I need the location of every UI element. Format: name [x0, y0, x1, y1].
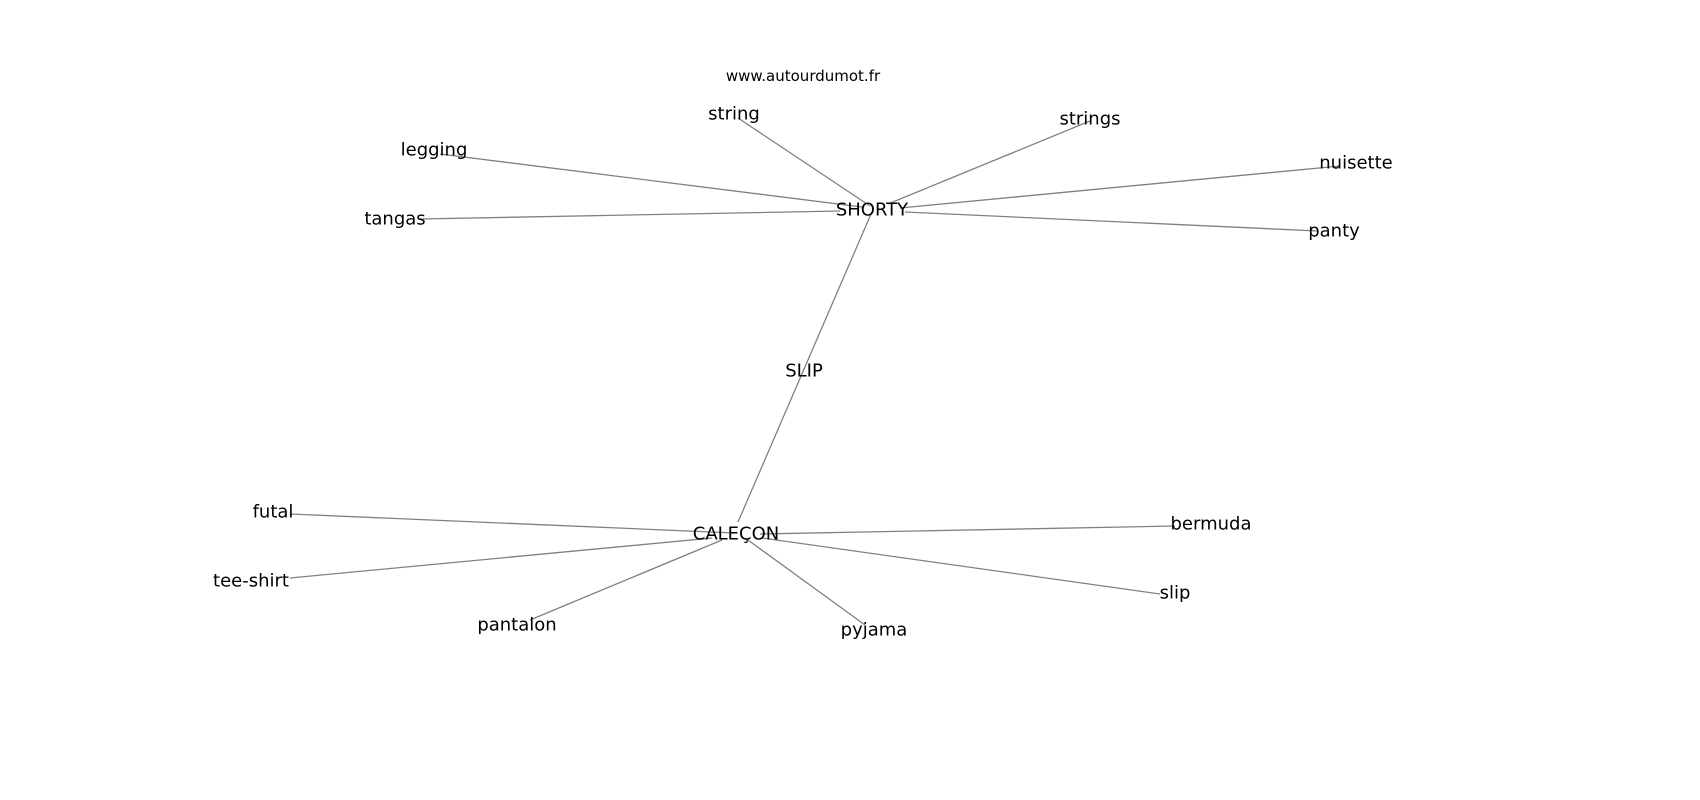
- node-panty: panty: [1308, 220, 1360, 242]
- edge-shorty-panty: [904, 211, 1319, 232]
- edge-calecon-tee-shirt: [289, 537, 713, 579]
- node-legging: legging: [400, 139, 468, 161]
- edge-calecon-pyjama: [747, 539, 866, 626]
- node-nuisette: nuisette: [1319, 152, 1393, 174]
- edge-calecon-pantalon: [529, 539, 723, 621]
- edge-calecon-slip: [761, 537, 1161, 595]
- edge-calecon-futal: [289, 513, 736, 534]
- node-slip: slip: [1159, 582, 1191, 604]
- edge-shorty-nuisette: [899, 165, 1341, 209]
- edge-shorty-calecon: [737, 213, 872, 523]
- node-slip_hub: SLIP: [785, 360, 823, 382]
- edge-shorty-string: [737, 117, 871, 207]
- node-pyjama: pyjama: [840, 619, 908, 641]
- node-futal: futal: [252, 501, 294, 523]
- source-watermark: www.autourdumot.fr: [725, 67, 881, 85]
- node-pantalon: pantalon: [477, 614, 557, 636]
- edge-shorty-legging: [439, 153, 863, 208]
- node-string: string: [708, 103, 760, 125]
- node-bermuda: bermuda: [1170, 513, 1252, 535]
- edge-shorty-strings: [887, 120, 1091, 205]
- node-strings: strings: [1059, 108, 1121, 130]
- node-tangas: tangas: [364, 208, 426, 230]
- edge-shorty-tangas: [419, 210, 841, 220]
- node-tee-shirt: tee-shirt: [213, 570, 289, 592]
- edge-calecon-bermuda: [759, 525, 1176, 535]
- node-shorty: SHORTY: [835, 199, 909, 221]
- node-calecon: CALEÇON: [692, 523, 780, 545]
